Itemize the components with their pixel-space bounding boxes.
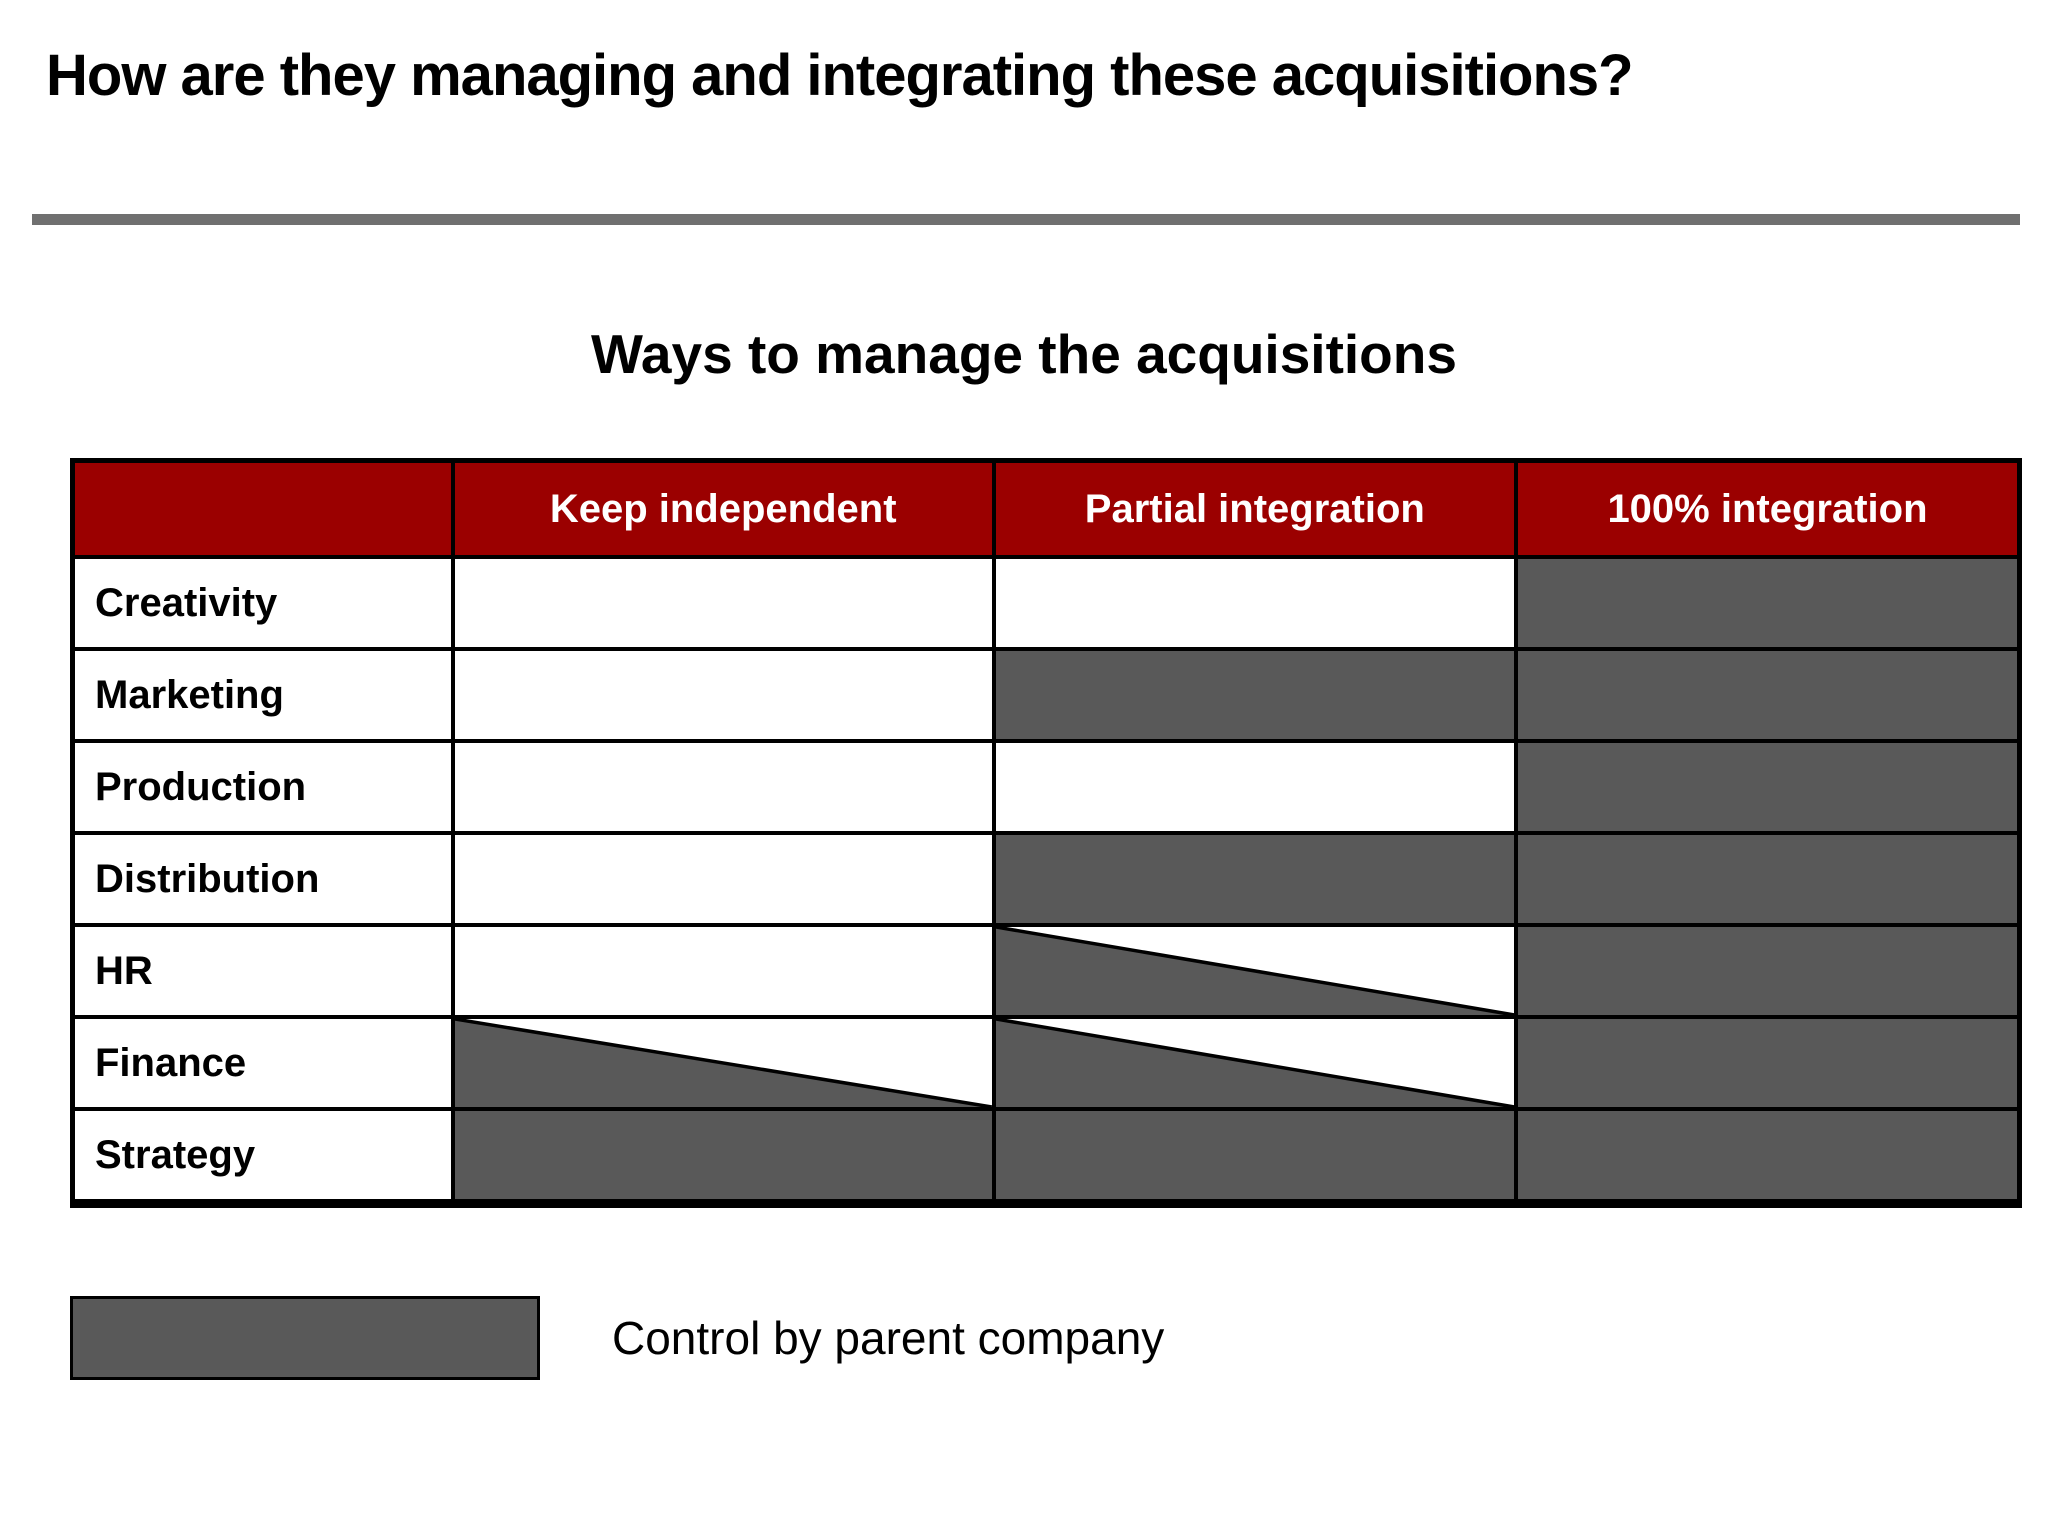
cell-creativity-keep-independent	[450, 555, 992, 647]
cell-distribution-100-integration	[1514, 831, 2017, 923]
acquisition-management-table: Keep independent Partial integration 100…	[70, 458, 2022, 1208]
cell-strategy-100-integration	[1514, 1107, 2017, 1199]
partial-control-diagonal	[995, 1019, 1514, 1107]
cell-production-100-integration	[1514, 739, 2017, 831]
cell-marketing-partial-integration	[991, 647, 1514, 739]
row-label-distribution: Distribution	[75, 831, 451, 923]
cell-marketing-keep-independent	[450, 647, 992, 739]
row-label-strategy: Strategy	[75, 1107, 451, 1199]
header-cell-row-labels	[75, 463, 451, 555]
legend-swatch-control-gray	[70, 1296, 540, 1380]
cell-finance-keep-independent	[450, 1015, 992, 1107]
cell-strategy-keep-independent	[450, 1107, 992, 1199]
cell-distribution-keep-independent	[450, 831, 992, 923]
cell-production-keep-independent	[450, 739, 992, 831]
title-divider	[32, 214, 2020, 225]
cell-finance-100-integration	[1514, 1015, 2017, 1107]
cell-strategy-partial-integration	[991, 1107, 1514, 1199]
cell-hr-keep-independent	[450, 923, 992, 1015]
partial-control-diagonal	[995, 927, 1514, 1015]
header-cell-partial-integration: Partial integration	[991, 463, 1514, 555]
cell-finance-partial-integration	[991, 1015, 1514, 1107]
partial-control-diagonal	[454, 1019, 992, 1107]
header-cell-keep-independent: Keep independent	[450, 463, 992, 555]
cell-creativity-partial-integration	[991, 555, 1514, 647]
cell-production-partial-integration	[991, 739, 1514, 831]
row-label-marketing: Marketing	[75, 647, 451, 739]
slide-title: How are they managing and integrating th…	[46, 43, 1634, 108]
table-title: Ways to manage the acquisitions	[591, 323, 1457, 385]
cell-hr-100-integration	[1514, 923, 2017, 1015]
header-cell-100-integration: 100% integration	[1514, 463, 2017, 555]
row-label-hr: HR	[75, 923, 451, 1015]
cell-distribution-partial-integration	[991, 831, 1514, 923]
cell-marketing-100-integration	[1514, 647, 2017, 739]
row-label-production: Production	[75, 739, 451, 831]
cell-hr-partial-integration	[991, 923, 1514, 1015]
legend: Control by parent company	[70, 1296, 1164, 1380]
row-label-finance: Finance	[75, 1015, 451, 1107]
cell-creativity-100-integration	[1514, 555, 2017, 647]
legend-label: Control by parent company	[612, 1312, 1165, 1364]
row-label-creativity: Creativity	[75, 555, 451, 647]
